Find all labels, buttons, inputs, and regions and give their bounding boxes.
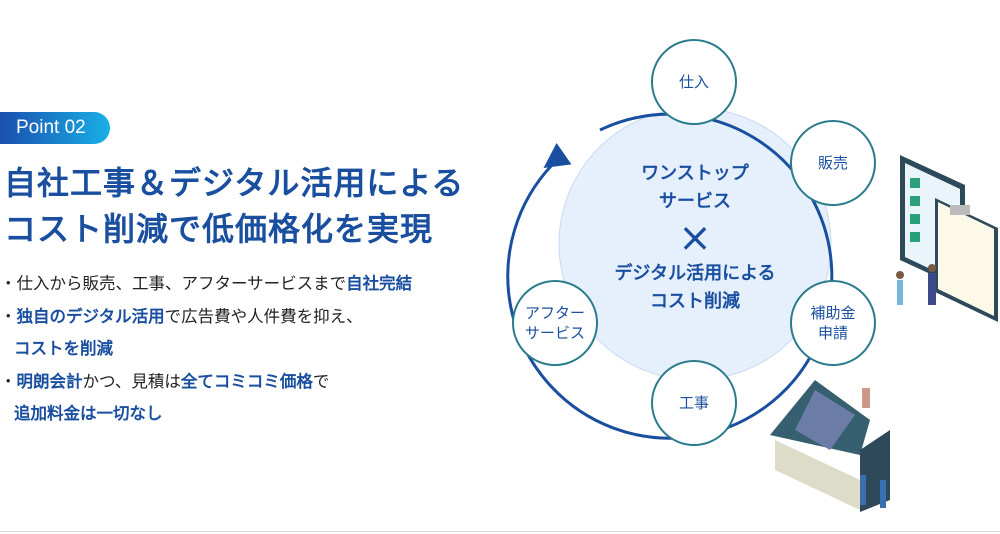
node-label: 仕入 <box>678 73 709 91</box>
clipboard-illustration <box>896 155 998 322</box>
divider <box>0 531 1000 532</box>
node-construction: 工事 <box>651 360 737 446</box>
node-label: 販売 <box>817 154 848 172</box>
point-badge: Point 02 <box>0 112 110 144</box>
cycle-ring <box>506 112 834 440</box>
node-subsidy: 補助金申請 <box>790 280 876 366</box>
center-line: サービス <box>659 191 731 212</box>
bullet-1: ・仕入から販売、工事、アフターサービスまで自社完結 <box>0 274 413 293</box>
text: で <box>312 371 330 391</box>
highlight: 明朗会計 <box>16 371 83 391</box>
node-label: 補助金申請 <box>810 303 855 343</box>
node-purchasing: 仕入 <box>651 39 737 125</box>
title-line-1: 自社工事＆デジタル活用による <box>4 164 465 202</box>
arrow-head-icon <box>543 143 572 169</box>
center-line: コスト削減 <box>650 291 740 312</box>
highlight: 全てコミコミ価格 <box>180 371 313 391</box>
highlight: 自社完結 <box>346 274 413 293</box>
center-line: デジタル活用による <box>614 263 776 284</box>
bullet-list: ・仕入から販売、工事、アフターサービスまで自社完結 ・独自のデジタル活用で広告費… <box>0 268 412 431</box>
node-after-service: アフターサービス <box>512 280 598 366</box>
center-line: ワンストップ <box>641 163 749 184</box>
highlight: 追加料金は一切なし <box>14 404 163 423</box>
cross-icon: × <box>678 215 712 261</box>
node-sales: 販売 <box>790 120 876 206</box>
node-label: 工事 <box>678 394 709 412</box>
page-title: 自社工事＆デジタル活用による コスト削減で低価格化を実現 <box>4 160 464 252</box>
line: 申請 <box>817 324 848 342</box>
highlight: 独自のデジタル活用 <box>16 306 165 326</box>
house-illustration <box>770 380 890 512</box>
text: かつ、見積は <box>82 371 181 391</box>
title-line-2: コスト削減で低価格化を実現 <box>4 210 434 248</box>
text: 仕入から販売、工事、アフターサービスまで <box>16 274 347 293</box>
bullet-2-cont: コストを削減 <box>0 333 412 366</box>
text: で広告費や人件費を抑え、 <box>164 306 363 326</box>
bullet-3: ・明朗会計かつ、見積は全てコミコミ価格で <box>0 371 330 391</box>
line: サービス <box>524 324 585 342</box>
highlight: コストを削減 <box>14 339 113 358</box>
center-text: ワンストップ サービス × デジタル活用による コスト削減 <box>560 160 830 316</box>
bullet-2: ・独自のデジタル活用で広告費や人件費を抑え、 <box>0 306 363 326</box>
bullet-3-cont: 追加料金は一切なし <box>0 398 412 431</box>
line: アフター <box>524 304 585 322</box>
line: 補助金 <box>810 304 856 322</box>
node-label: アフターサービス <box>525 303 585 343</box>
